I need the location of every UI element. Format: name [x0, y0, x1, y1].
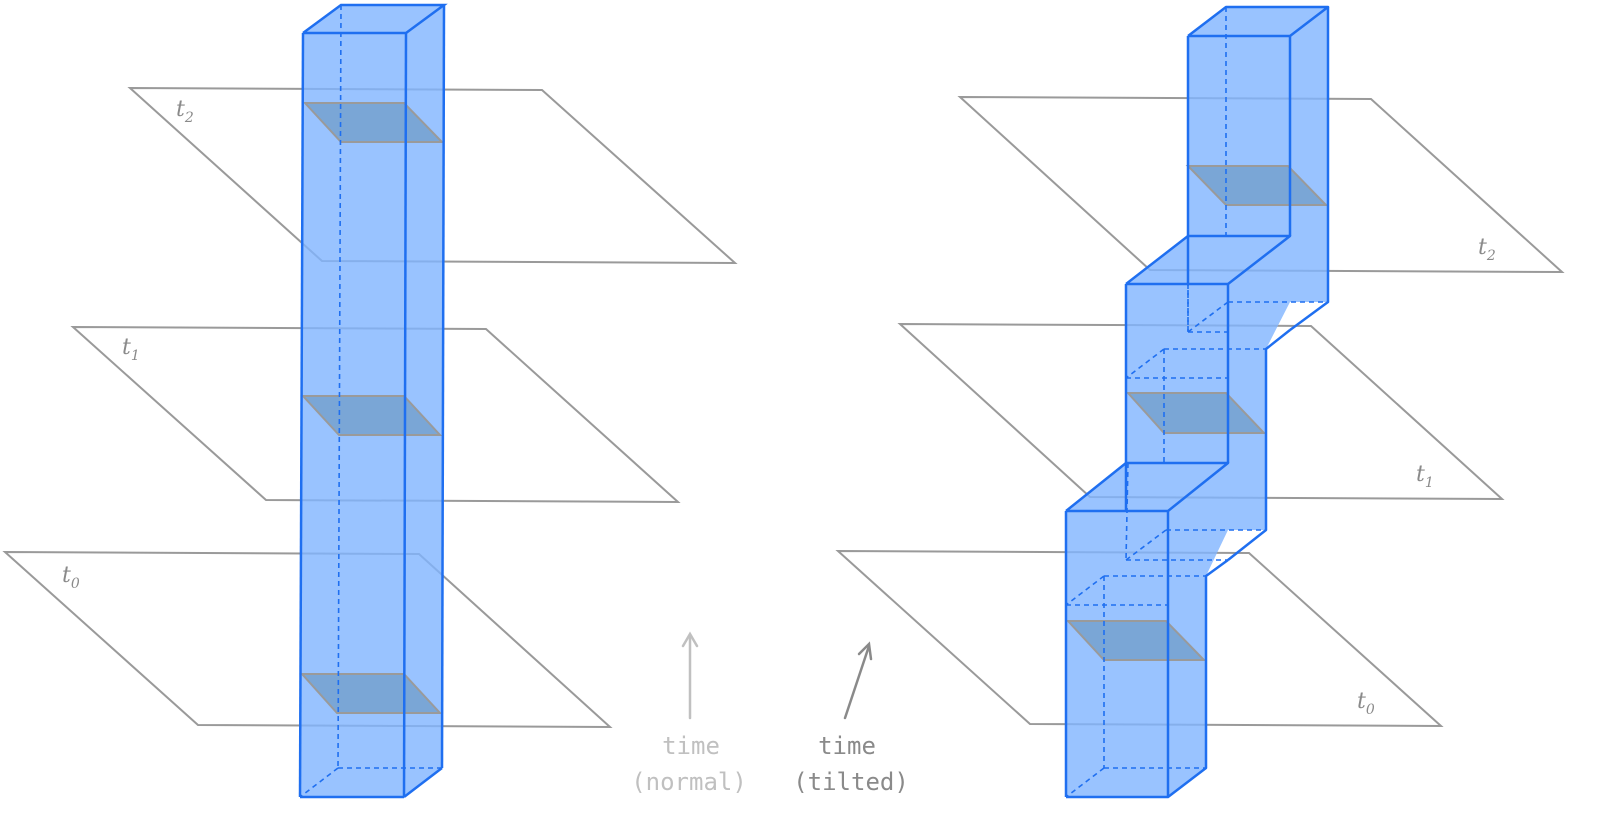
right-slice-t2 — [1185, 165, 1329, 206]
left-label-t1: t1 — [122, 335, 140, 364]
time-tilted-caption-line2: (tilted) — [793, 768, 909, 796]
right-block-top — [1185, 7, 1329, 302]
right-label-t2: t2 — [1478, 235, 1496, 264]
time-normal-caption-line1: time — [662, 732, 720, 760]
left-label-t0: t0 — [62, 563, 80, 592]
time-tilted-arrow — [843, 641, 873, 720]
right-slice-t1 — [1125, 392, 1267, 434]
right-label-t0: t0 — [1357, 689, 1375, 718]
time-tilted-caption-line1: time — [818, 732, 876, 760]
right-label-t1: t1 — [1416, 462, 1434, 491]
right-block-middle — [1125, 236, 1290, 530]
left-label-t2: t2 — [176, 97, 194, 126]
time-normal-arrow — [681, 631, 699, 720]
left-diagram: t2 t1 t0 time (normal) — [2, 3, 747, 799]
right-diagram: t2 t1 t0 time (tilted) — [793, 5, 1565, 799]
left-plane-t0 — [2, 550, 613, 729]
right-block-bottom — [1065, 463, 1228, 797]
right-visible-edges — [1064, 5, 1330, 799]
time-normal-caption-line2: (normal) — [631, 768, 747, 796]
left-slice-t2 — [302, 102, 445, 143]
left-prism — [298, 3, 448, 799]
right-slice-t0 — [1065, 620, 1207, 661]
